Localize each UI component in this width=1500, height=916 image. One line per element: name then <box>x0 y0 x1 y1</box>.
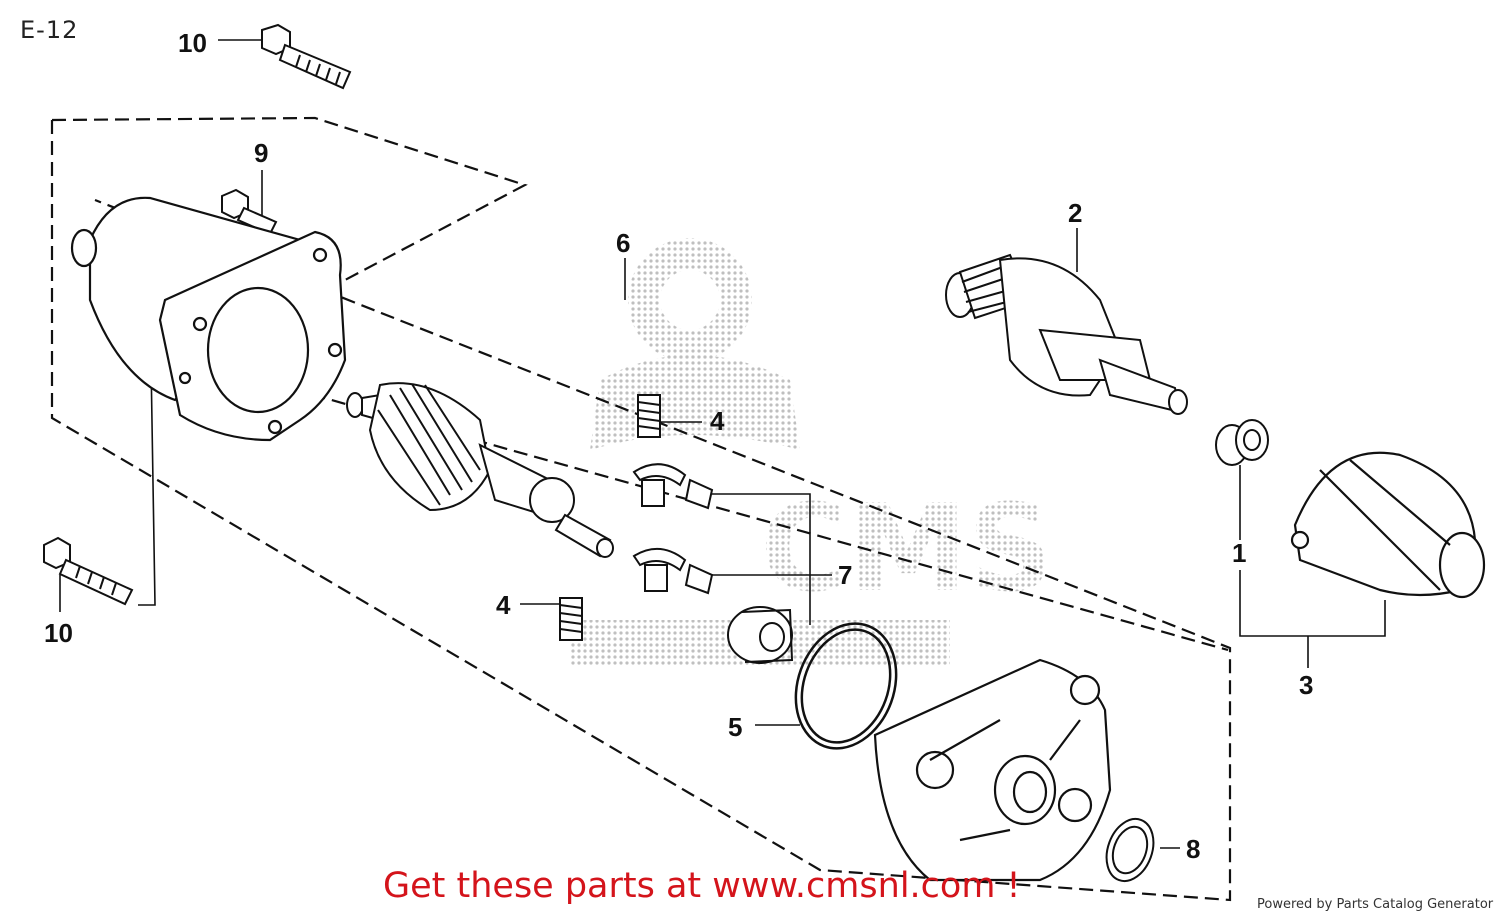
leader-lines <box>59 39 1386 849</box>
callout-labels: 10 9 6 2 4 7 4 1 3 10 5 8 <box>44 28 1313 864</box>
bushing-1 <box>1215 419 1269 466</box>
callout-10-top: 10 <box>178 28 207 58</box>
bearing <box>727 606 794 664</box>
front-bracket <box>873 658 1112 882</box>
pinion-gear-2 <box>945 253 1188 415</box>
brush-set-7 <box>632 463 714 595</box>
callout-6: 6 <box>616 228 630 258</box>
callout-10-bottom: 10 <box>44 618 73 648</box>
callout-3: 3 <box>1299 670 1313 700</box>
gear-cover-3 <box>1290 451 1486 599</box>
callout-7: 7 <box>838 560 852 590</box>
promo-link-text[interactable]: Get these parts at www.cmsnl.com ! <box>383 866 1021 906</box>
watermark-text: CMS <box>760 480 1054 619</box>
credit-text: Powered by Parts Catalog Generator <box>1257 897 1494 912</box>
bolt-10-bottom <box>43 536 134 606</box>
page-code: E-12 <box>20 16 79 44</box>
callout-9: 9 <box>254 138 268 168</box>
callout-4-lower: 4 <box>496 590 511 620</box>
callout-8: 8 <box>1186 834 1200 864</box>
bolt-9 <box>221 188 278 236</box>
o-ring-5 <box>794 622 898 750</box>
bolt-10-top <box>261 23 352 90</box>
washer-8 <box>1105 818 1155 882</box>
callout-4-upper: 4 <box>710 406 725 436</box>
spring-4-upper <box>637 394 661 438</box>
callout-5: 5 <box>728 712 742 742</box>
callout-1: 1 <box>1232 538 1246 568</box>
callout-2: 2 <box>1068 198 1082 228</box>
motor-yoke <box>70 196 347 442</box>
spring-4-lower <box>559 597 583 641</box>
armature <box>346 382 614 558</box>
